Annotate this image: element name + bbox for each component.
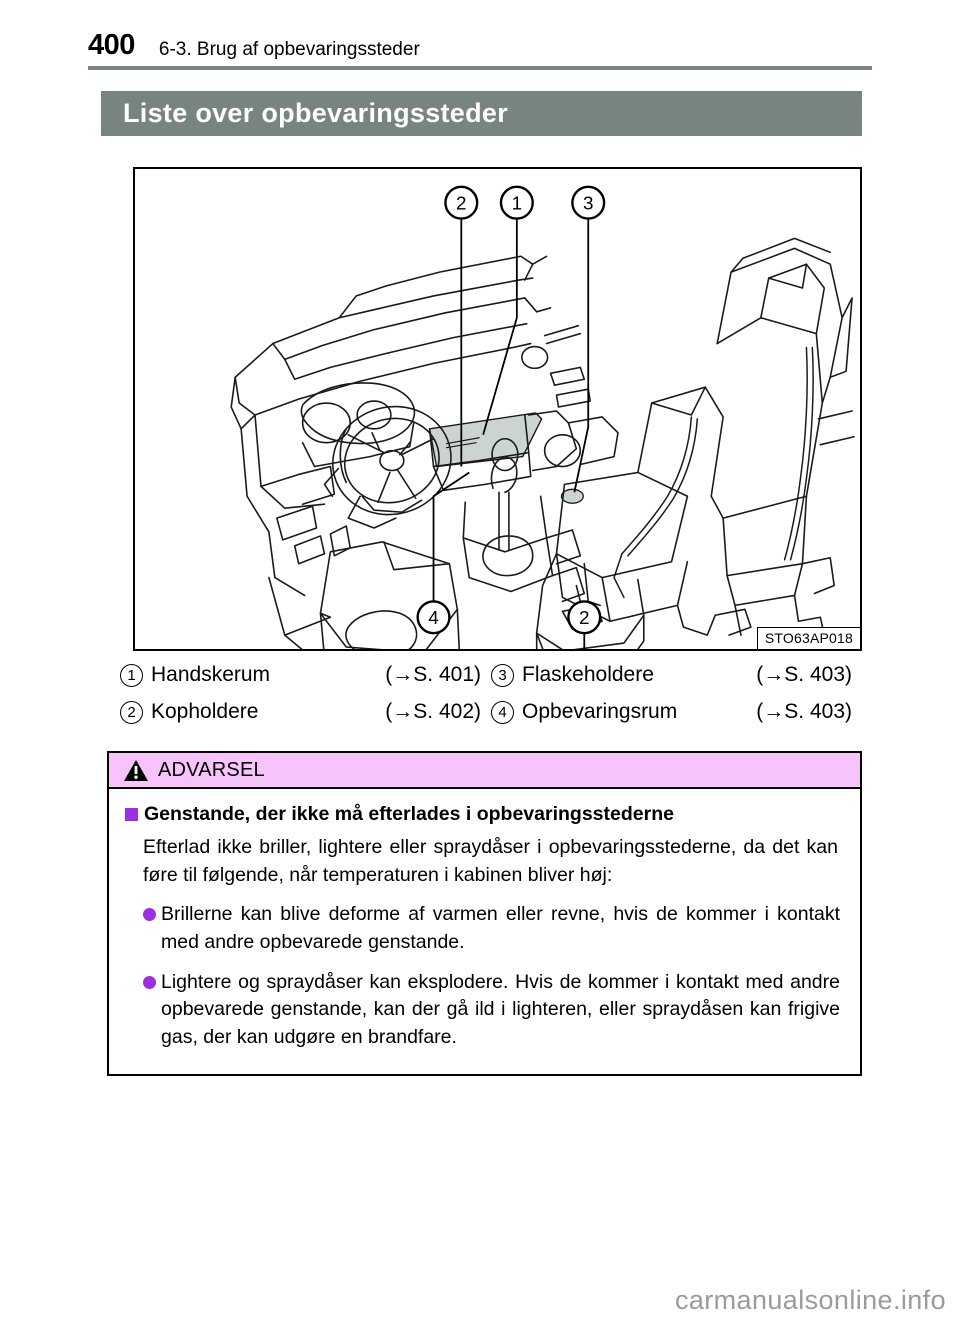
callout-4-bottom: 4 xyxy=(416,600,451,635)
dot-bullet-icon xyxy=(143,975,156,989)
svg-text:3: 3 xyxy=(583,193,593,214)
legend-row: 1 Handskerum (→S. 401) 3 Flaskeholdere (… xyxy=(120,663,862,700)
warning-list-item: Lightere og spraydåser kan eksplodere. H… xyxy=(143,969,840,1052)
legend-marker: 2 xyxy=(120,700,143,724)
callout-2-bottom: 2 xyxy=(567,600,602,635)
warning-item-text: Lightere og spraydåser kan eksplodere. H… xyxy=(161,970,840,1049)
callout-1-top: 1 xyxy=(499,185,534,220)
callout-leader-1 xyxy=(482,218,518,436)
callout-3-top: 3 xyxy=(571,185,606,220)
legend-page-ref[interactable]: (→S. 401) xyxy=(385,663,481,686)
warning-item-text: Brillerne kan blive deforme af varmen el… xyxy=(161,903,840,954)
figure-code: STO63AP018 xyxy=(756,627,861,650)
legend-page-ref[interactable]: (→S. 402) xyxy=(385,700,481,723)
callout-2-top: 2 xyxy=(444,185,479,220)
legend-label: Flaskeholdere xyxy=(522,663,654,686)
chapter-title: 6-3. Brug af opbevaringssteder xyxy=(158,39,420,60)
illustration-panel: 2 1 3 4 2 STO63AP018 xyxy=(133,167,862,651)
site-watermark: carmanualsonline.info xyxy=(674,1285,946,1315)
warning-subheading-row: Genstande, der ikke må efterlades i opbe… xyxy=(125,803,840,826)
header-divider xyxy=(88,66,872,70)
legend-page-ref[interactable]: (→S. 403) xyxy=(756,700,852,723)
callout-leader-4 xyxy=(432,471,470,602)
legend-row: 2 Kopholdere (→S. 402) 4 Opbevaringsrum … xyxy=(120,700,862,737)
legend-marker: 1 xyxy=(120,663,143,687)
warning-subheading: Genstande, der ikke må efterlades i opbe… xyxy=(144,803,674,825)
dot-bullet-icon xyxy=(143,908,156,922)
legend-item-flaskeholdere: 3 Flaskeholdere (→S. 403) xyxy=(491,663,862,687)
warning-triangle-icon xyxy=(124,759,148,781)
callout-badges: 2 1 3 4 2 xyxy=(416,185,606,635)
warning-header: ADVARSEL xyxy=(109,753,860,789)
section-title: Liste over opbevaringssteder xyxy=(123,98,509,128)
car-interior-illustration: 2 1 3 4 2 xyxy=(230,185,855,649)
warning-box: ADVARSEL Genstande, der ikke må efterlad… xyxy=(107,751,862,1076)
square-bullet-icon xyxy=(125,808,138,821)
legend-item-kopholdere: 2 Kopholdere (→S. 402) xyxy=(120,700,491,724)
warning-body: Genstande, der ikke må efterlades i opbe… xyxy=(109,789,860,1074)
page-number: 400 xyxy=(88,29,135,61)
page-header: 400 6-3. Brug af opbevaringssteder xyxy=(0,18,960,60)
svg-text:2: 2 xyxy=(579,607,589,628)
svg-text:2: 2 xyxy=(456,193,466,214)
warning-list-item: Brillerne kan blive deforme af varmen el… xyxy=(143,901,840,956)
legend-item-opbevaringsrum: 4 Opbevaringsrum (→S. 403) xyxy=(491,700,862,724)
section-title-band: Liste over opbevaringssteder xyxy=(101,91,862,136)
legend-item-handskerum: 1 Handskerum (→S. 401) xyxy=(120,663,491,687)
callout-leader-3 xyxy=(573,218,590,493)
legend-label: Handskerum xyxy=(151,663,271,686)
legend-marker: 4 xyxy=(491,700,514,724)
legend-page-ref[interactable]: (→S. 403) xyxy=(756,663,852,686)
svg-text:4: 4 xyxy=(428,607,438,628)
legend-label: Kopholdere xyxy=(151,700,259,723)
warning-heading: ADVARSEL xyxy=(158,759,265,781)
svg-text:1: 1 xyxy=(512,193,522,214)
warning-intro-text: Efterlad ikke briller, lightere eller sp… xyxy=(143,836,838,886)
legend: 1 Handskerum (→S. 401) 3 Flaskeholdere (… xyxy=(120,663,862,737)
legend-marker: 3 xyxy=(491,663,514,687)
legend-label: Opbevaringsrum xyxy=(522,700,678,723)
